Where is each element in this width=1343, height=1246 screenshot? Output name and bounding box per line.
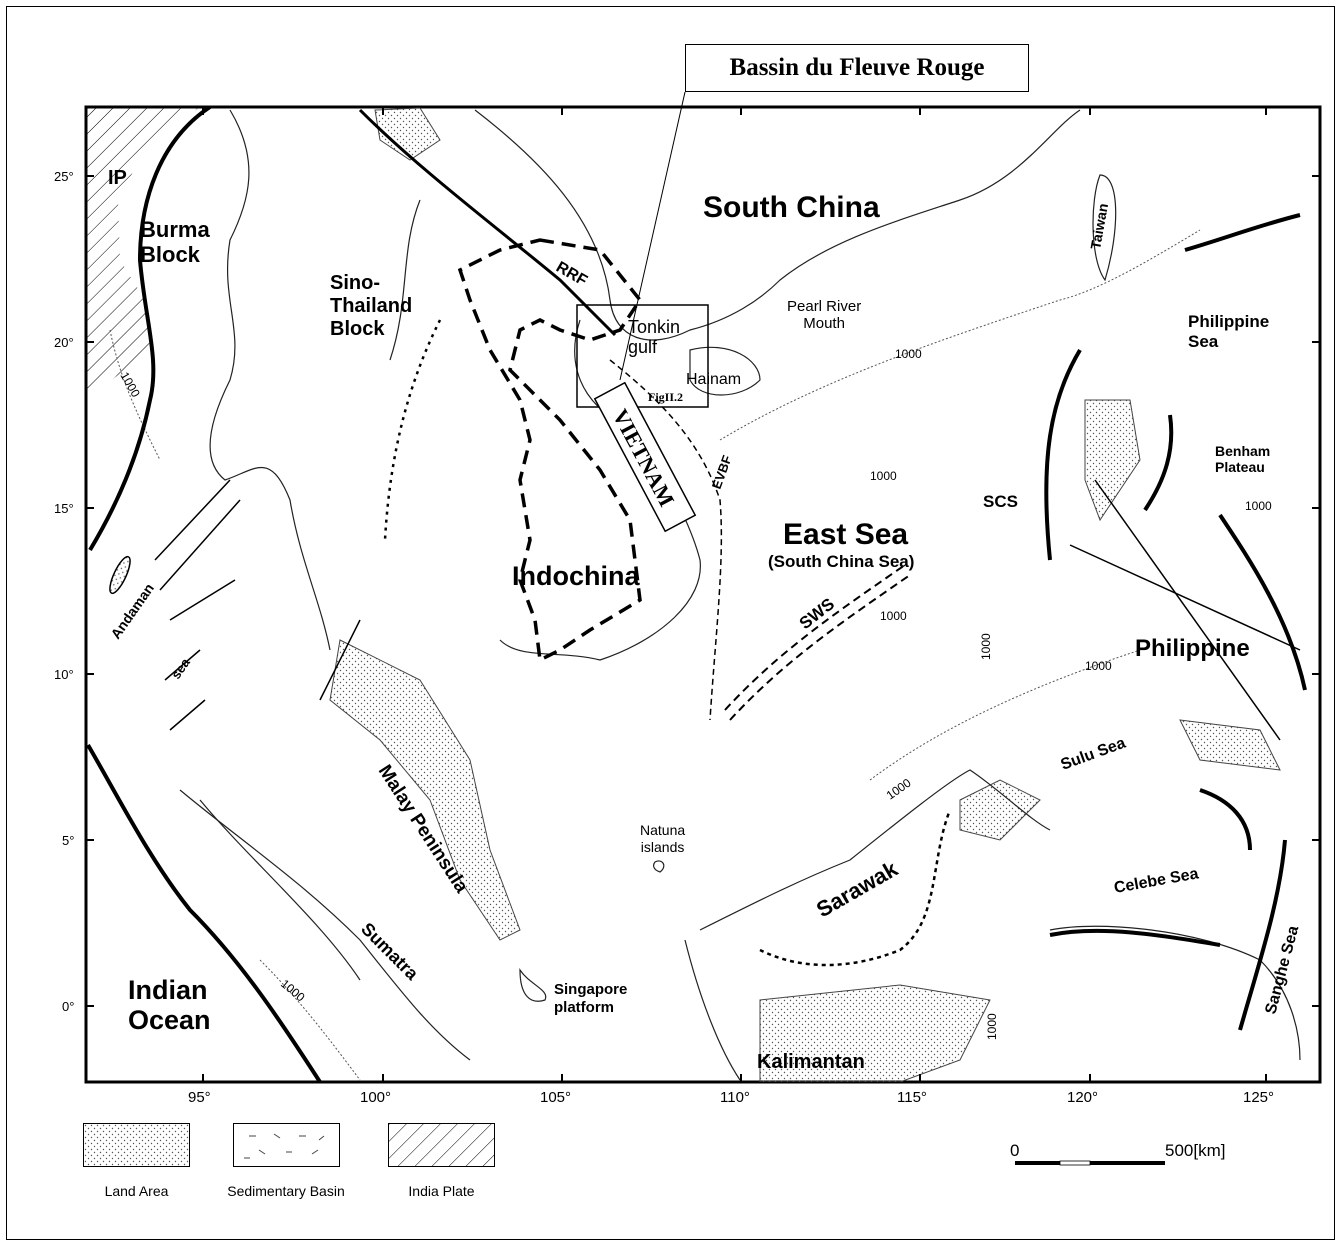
fig-II2-box	[576, 304, 709, 408]
isobath-label: 1000	[278, 977, 308, 1005]
legend-sedimentary-basin: Sedimentary Basin	[216, 1123, 356, 1199]
rrf-label: RRF	[553, 259, 590, 290]
mindanao-land	[1179, 719, 1281, 771]
sino-thailand-block-label: Sino- Thailand Block	[330, 272, 413, 340]
singapore-platform-label: Singapore platform	[554, 981, 628, 1016]
india-plate-area	[86, 107, 200, 400]
isobaths	[109, 229, 1201, 1081]
lat-tick: 25°	[54, 169, 74, 184]
evbf-label: EVBF	[709, 453, 735, 491]
scale-start-label: 0	[1010, 1141, 1020, 1160]
andaman-island	[109, 555, 131, 595]
malay-peninsula-land	[329, 639, 521, 941]
vietnam-box	[593, 381, 697, 533]
figure-frame	[6, 6, 1335, 1240]
dotted-boundary-sarawak	[759, 809, 952, 967]
luzon-land	[1084, 399, 1141, 522]
lon-tick: 105°	[540, 1089, 572, 1106]
scale-bar	[1015, 1160, 1165, 1166]
legend-swatch-dashes	[232, 1123, 340, 1167]
isobath-label: 1000	[895, 347, 922, 361]
lat-tick: 20°	[54, 335, 74, 350]
east-sea-sublabel: (South China Sea)	[768, 552, 915, 571]
lon-tick: 100°	[360, 1089, 392, 1106]
lon-tick: 110°	[720, 1089, 750, 1106]
natuna-islands-label: Natuna islands	[640, 822, 686, 855]
isobath-label: 1000	[1085, 659, 1112, 673]
lon-tick: 115°	[897, 1089, 927, 1106]
celebe-sea-label: Celebe Sea	[1113, 865, 1200, 897]
red-river-basin-outline	[457, 238, 643, 663]
fig-ref-label: FigII.2	[648, 390, 684, 404]
sulu-sea-label: Sulu Sea	[1059, 735, 1128, 774]
pearl-river-label: Pearl River Mouth	[787, 298, 862, 333]
lat-tick: 15°	[54, 501, 74, 516]
isobath-label: 1000	[985, 1013, 999, 1040]
lon-tick: 95°	[188, 1089, 211, 1106]
legend-land-area: Land Area	[79, 1123, 194, 1199]
scale-end-label: 500[km]	[1165, 1141, 1226, 1160]
sarawak-label: Sarawak	[812, 856, 902, 923]
sumatra-label: Sumatra	[357, 919, 423, 985]
hainam-label: Hainam	[686, 371, 742, 388]
kalimantan-land	[759, 984, 991, 1082]
benham-plateau-label: Benham Plateau	[1215, 443, 1271, 476]
isobath-label: 1000	[979, 633, 993, 660]
lon-tick: 125°	[1243, 1089, 1275, 1106]
south-china-label: South China	[703, 191, 880, 224]
kalimantan-label: Kalimantan	[757, 1051, 865, 1073]
isobath-label: 1000	[1245, 499, 1272, 513]
isobath-label: 1000	[880, 609, 907, 623]
indochina-label: Indochina	[512, 561, 640, 591]
basin-callout: Bassin du Fleuve Rouge	[685, 44, 1029, 92]
isobath-label: 1000	[884, 775, 914, 802]
map-frame	[84, 105, 1322, 1084]
isobath-label: 1000	[870, 469, 897, 483]
legend-label: Sedimentary Basin	[227, 1183, 345, 1199]
lat-tick: 0°	[62, 999, 75, 1014]
major-faults	[358, 108, 617, 337]
scs-label: SCS	[983, 492, 1018, 511]
axis-ticks	[86, 107, 1320, 1082]
callout-leader	[619, 91, 686, 381]
lat-tick: 10°	[54, 667, 74, 682]
philippine-sea-label: Philippine Sea	[1188, 312, 1270, 351]
legend-india-plate: India Plate	[384, 1123, 499, 1199]
lon-tick: 120°	[1067, 1089, 1099, 1106]
india-plate-label: IP	[108, 167, 127, 189]
minor-faults	[154, 479, 1301, 741]
isobath-label: 1000	[117, 370, 143, 400]
sws-spreading-axis	[724, 564, 911, 721]
burma-block-label: Burma Block	[140, 217, 210, 268]
legend-swatch-dots	[83, 1123, 190, 1167]
lat-tick: 5°	[62, 833, 75, 848]
east-sea-label: East Sea	[783, 518, 909, 551]
legend-label: India Plate	[408, 1183, 475, 1199]
legend-swatch-hatch	[388, 1123, 495, 1167]
philippine-label: Philippine	[1135, 635, 1250, 662]
subduction-zones	[86, 107, 1307, 1082]
legend-label: Land Area	[104, 1183, 169, 1199]
dotted-boundary-west	[383, 319, 442, 541]
evbf-fault-line	[609, 359, 723, 721]
indian-ocean-label: Indian Ocean	[128, 975, 211, 1035]
taiwan-label: Taiwan	[1087, 202, 1111, 250]
land-patch-north	[374, 107, 441, 161]
sabah-land	[959, 779, 1041, 841]
tonkin-gulf-label: Tonkin gulf	[628, 317, 681, 357]
